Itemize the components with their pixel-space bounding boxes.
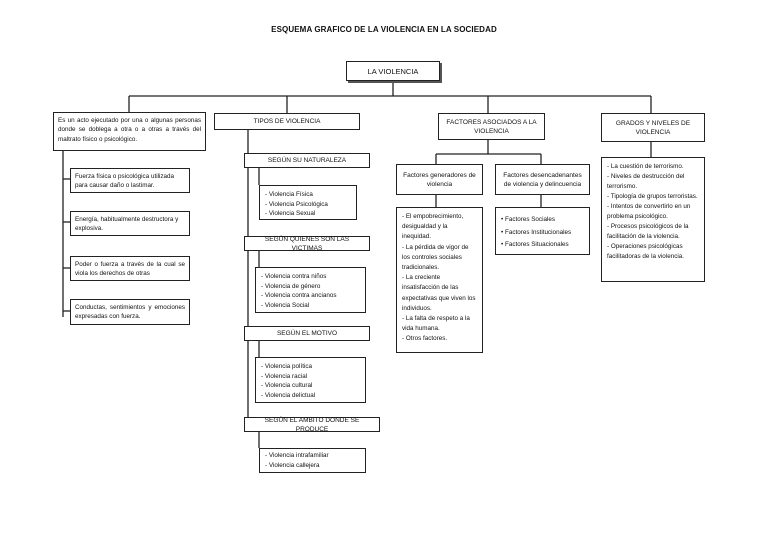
group-label: SEGÚN SU NATURALEZA — [267, 157, 347, 164]
list-item: Violencia racial — [261, 372, 360, 382]
diagram-title: ESQUEMA GRAFICO DE LA VIOLENCIA EN LA SO… — [271, 25, 497, 34]
grados-heading-label: GRADOS Y NIVELES DE VIOLENCIA — [615, 119, 691, 136]
list-item: Violencia contra ancianos — [261, 291, 360, 301]
list-item: El empobrecimiento, desigualdad y la ine… — [402, 212, 477, 243]
list-item: Procesos psicológicos de la facilitación… — [607, 222, 699, 242]
list-naturaleza: Violencia Física Violencia Psicológica V… — [259, 185, 357, 220]
list-item: Violencia Sexual — [265, 209, 351, 219]
tipos-heading-label: TIPOS DE VIOLENCIA — [253, 118, 321, 125]
list-item: Violencia intrafamiliar — [265, 451, 360, 461]
list-item: Violencia Física — [265, 190, 351, 200]
desencadenantes-heading: Factores desencadenantes de violencia y … — [495, 164, 590, 195]
list-motivo: Violencia política Violencia racial Viol… — [255, 357, 366, 403]
list-item: Tipología de grupos terroristas. — [607, 192, 699, 202]
generadores-label: Factores generadores de violencia — [403, 171, 476, 188]
list-item: La cuestión de terrorismo. — [607, 162, 699, 172]
root-node: LA VIOLENCIA — [346, 61, 440, 81]
list-item: Factores Sociales — [501, 214, 584, 227]
list-item: Niveles de destrucción del terrorismo. — [607, 172, 699, 192]
grados-heading: GRADOS Y NIVELES DE VIOLENCIA — [601, 113, 705, 142]
list-item: Violencia Social — [261, 301, 360, 311]
factores-heading-label: FACTORES ASOCIADOS A LA VIOLENCIA — [446, 118, 537, 135]
desencadenantes-list: Factores Sociales Factores Institucional… — [495, 207, 590, 255]
definition-text: Es un acto ejecutado por una o algunas p… — [58, 117, 201, 143]
group-victimas: SEGÚN QUIENES SON LAS VICTIMAS — [244, 235, 370, 252]
group-label: SEGÚN EL MOTIVO — [276, 330, 338, 337]
factores-heading: FACTORES ASOCIADOS A LA VIOLENCIA — [438, 113, 545, 140]
group-motivo: SEGÚN EL MOTIVO — [244, 326, 370, 341]
definition-item-1: Fuerza física o psicológica utilizada pa… — [70, 168, 190, 193]
list-item: Violencia Psicológica — [265, 200, 351, 210]
list-item: Violencia cultural — [261, 381, 360, 391]
list-item: Violencia contra niños — [261, 272, 360, 282]
definition-item-text: Fuerza física o psicológica utilizada pa… — [75, 173, 175, 190]
root-label: LA VIOLENCIA — [367, 66, 419, 76]
list-victimas: Violencia contra niños Violencia de géne… — [255, 267, 366, 313]
definition-item-text: Poder o fuerza a través de la cual se vi… — [75, 261, 185, 278]
list-item: La pérdida de vigor de los controles soc… — [402, 243, 477, 274]
definition-item-text: Conductas, sentimientos y emociones expr… — [75, 304, 185, 321]
generadores-list: El empobrecimiento, desigualdad y la ine… — [396, 207, 483, 353]
list-item: Violencia callejera — [265, 461, 360, 471]
list-item: Factores Institucionales — [501, 227, 584, 240]
list-item: Violencia política — [261, 362, 360, 372]
list-ambito: Violencia intrafamiliar Violencia callej… — [259, 448, 366, 473]
definition-item-2: Energía, habitualmente destructora y exp… — [70, 211, 190, 236]
desencadenantes-label: Factores desencadenantes de violencia y … — [503, 171, 582, 188]
group-ambito: SEGÚN EL AMBITO DONDE SE PRODUCE — [244, 416, 380, 433]
list-item: La falta de respeto a la vida humana. — [402, 314, 477, 334]
list-item: Intentos de convertirlo en un problema p… — [607, 202, 699, 222]
list-item: La creciente insatisfacción de las expec… — [402, 273, 477, 314]
group-label: SEGÚN EL AMBITO DONDE SE PRODUCE — [264, 416, 360, 433]
list-item: Factores Situacionales — [501, 239, 584, 252]
definition-main: Es un acto ejecutado por una o algunas p… — [53, 112, 206, 151]
list-item: Otros factores. — [402, 334, 477, 344]
definition-item-3: Poder o fuerza a través de la cual se vi… — [70, 256, 190, 281]
generadores-heading: Factores generadores de violencia — [396, 164, 483, 195]
group-label: SEGÚN QUIENES SON LAS VICTIMAS — [264, 235, 350, 252]
definition-item-4: Conductas, sentimientos y emociones expr… — [70, 299, 190, 325]
tipos-heading: TIPOS DE VIOLENCIA — [214, 113, 360, 130]
list-item: Operaciones psicológicas facilitadoras d… — [607, 242, 699, 262]
group-naturaleza: SEGÚN SU NATURALEZA — [244, 153, 370, 168]
list-item: Violencia delictual — [261, 391, 360, 401]
grados-list: La cuestión de terrorismo. Niveles de de… — [601, 157, 705, 282]
list-item: Violencia de género — [261, 282, 360, 292]
definition-item-text: Energía, habitualmente destructora y exp… — [75, 216, 179, 233]
